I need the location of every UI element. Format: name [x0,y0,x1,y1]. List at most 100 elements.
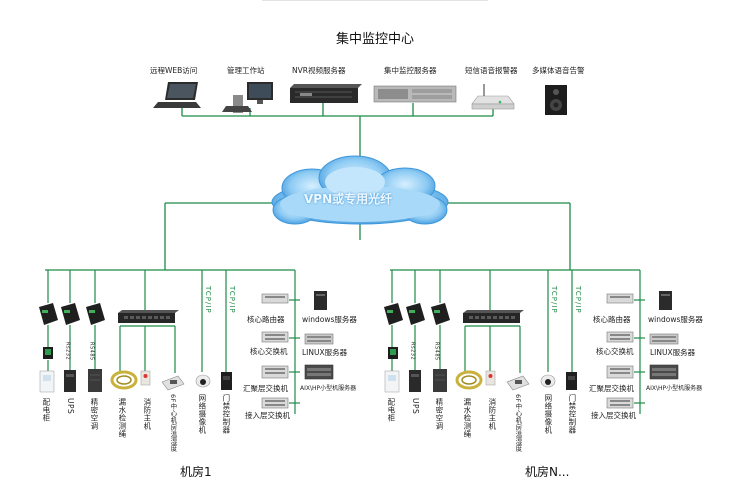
room1-windows-server-icon [314,291,327,310]
roomN-net-device-icon-4 [606,397,634,409]
room1-temp-sensor-icon [161,375,185,391]
room1-converter-icon-1 [39,303,58,325]
roomN-leak-rope-icon [455,370,483,390]
room-devices [39,291,679,409]
roomN-rs232-label: Rs232 [409,342,416,361]
roomN-tcp1-label: TCP/IP [550,286,558,314]
roomN-dist-cabinet-label: 配电柜 [386,398,396,422]
roomN-camera-icon [540,374,556,388]
roomN-converter-icon-2 [406,303,425,325]
central-server-label: 集中监控服务器 [384,66,437,75]
roomN-dist-cabinet-icon [384,370,400,393]
multimedia-alarm-label: 多媒体语音告警 [532,66,585,75]
speaker-icon [545,85,567,115]
room1-rs485-label: RS485 [88,342,95,361]
room1-net-device-icon-3 [261,365,289,379]
roomN-rack-switch-icon [463,310,524,323]
top-divider [262,0,488,1]
sms-alarm-label: 短信语音报警器 [465,66,518,75]
roomN-fire-host-icon [485,370,496,386]
roomN-windows-server-label: windows服务器 [648,315,703,324]
room1-ups-label: UPS [65,398,75,415]
room1-net-device-icon-4 [261,397,289,409]
room1-relay-icon [43,347,53,359]
roomN-net-device-icon-2 [606,331,634,343]
roomN-temp-sensor-icon [506,375,530,391]
roomN-fire-label: 消防主机 [487,398,497,430]
room1-fire-host-icon [140,370,151,386]
room1-aix-server-label: AIX\HP小型机服务器 [300,385,357,392]
roomN-agg-switch-label: 汇聚层交换机 [589,384,634,393]
remote-web-label: 远程WEB访问 [150,66,198,75]
roomN-access-switch-label: 接入层交换机 [591,411,636,420]
room1-linux-server-label: LINUX服务器 [302,348,348,357]
cloud-label: VPN或专用光纤 [304,192,393,206]
room1-rs232-label: Rs232 [64,342,71,361]
room1-ups-icon [64,370,76,392]
roomN-relay-icon [388,347,398,359]
roomN-door-controller-icon [566,372,577,390]
room1-fire-label: 消防主机 [142,398,152,430]
nvr-label: NVR视频服务器 [292,66,346,75]
nvr-server-icon [290,84,362,103]
roomN-aix-server-icon [649,364,679,380]
room1-temp-label: 6F中心机房温湿度 [168,394,177,452]
room1-core-switch-label: 核心交换机 [250,347,288,356]
roomN-net-device-icon-3 [606,365,634,379]
room1-camera-icon [195,374,211,388]
workstation-icon [222,82,273,113]
roomN-ac-label: 精密空调 [434,398,444,430]
room1-net-device-icon-2 [261,331,289,343]
room1-camera-label: 网络摄像机 [197,394,207,434]
room1-leak-label: 漏水检测绳 [117,398,127,438]
room1-tcp1-label: TCP/IP [204,286,212,314]
roomN-door-label: 门禁控制器 [567,394,577,434]
mgmt-ws-label: 管理工作站 [227,66,265,75]
cloud-icon [271,155,449,225]
roomN-linux-server-icon [649,333,679,345]
room1-dist-cabinet-icon [39,370,55,393]
roomN-temp-label: 6F中心机房温湿度 [513,394,522,452]
roomN-core-switch-label: 核心交换机 [596,347,634,356]
room1-converter-icon-3 [86,303,105,325]
central-server-icon [373,85,457,103]
room1-windows-server-label: windows服务器 [302,315,357,324]
roomN-core-router-label: 核心路由器 [593,315,631,324]
room1-ac-label: 精密空调 [89,398,99,430]
roomN-leak-label: 漏水检测绳 [462,398,472,438]
roomN-aix-server-label: AIX\HP小型机服务器 [646,385,703,392]
room1-linux-server-icon [304,333,334,345]
room1-dist-cabinet-label: 配电柜 [41,398,51,422]
roomN-linux-server-label: LINUX服务器 [650,348,696,357]
room1-door-controller-icon [221,372,232,390]
roomN-ups-icon [409,370,421,392]
room1-door-label: 门禁控制器 [221,394,231,434]
roomN-net-device-icon-1 [606,293,634,304]
roomN-camera-label: 网络摄像机 [543,394,553,434]
laptop-icon [153,82,201,108]
room1-aix-server-icon [304,364,334,380]
page-title: 集中监控中心 [335,32,414,47]
roomN-rs485-label: RS485 [433,342,440,361]
room1-net-device-icon-1 [261,293,289,304]
roomN-converter-icon-1 [384,303,403,325]
room1-core-router-label: 核心路由器 [247,315,285,324]
room1-ac-icon [88,369,102,392]
roomN-title: 机房N... [525,465,570,479]
room1-title: 机房1 [180,465,212,479]
room1-converter-icon-2 [61,303,80,325]
room1-leak-rope-icon [110,370,138,390]
roomN-windows-server-icon [659,291,672,310]
sms-alarm-icon [471,84,515,110]
room1-agg-switch-label: 汇聚层交换机 [243,384,288,393]
roomN-tcp2-label: TCP/IP [574,286,582,314]
room1-tcp2-label: TCP/IP [228,286,236,314]
room1-rack-switch-icon [118,310,179,323]
roomN-ac-icon [433,369,447,392]
roomN-converter-icon-3 [431,303,450,325]
roomN-ups-label: UPS [410,398,420,415]
room1-wiring [45,269,300,414]
room1-access-switch-label: 接入层交换机 [245,411,290,420]
